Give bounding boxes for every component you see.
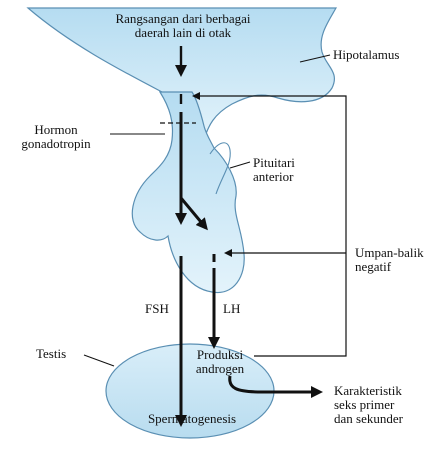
characteristics-label-line2: seks primer <box>334 398 403 412</box>
spermatogenesis-label: Spermatogenesis <box>136 412 248 426</box>
androgen-label: Produksi androgen <box>184 348 256 376</box>
gonadotropin-label-line2: gonadotropin <box>2 137 110 151</box>
gonadotropin-label-line1: Hormon <box>2 123 110 137</box>
gonadotropin-label: Hormon gonadotropin <box>2 123 110 151</box>
testis-leader <box>84 355 114 366</box>
pituitary-label-line2: anterior <box>253 170 295 184</box>
testis-label: Testis <box>36 347 66 361</box>
pituitary-label: Pituitari anterior <box>253 156 295 184</box>
androgen-label-line1: Produksi <box>184 348 256 362</box>
stimulus-label-line2: daerah lain di otak <box>78 26 288 40</box>
characteristics-label-line1: Karakteristik <box>334 384 403 398</box>
feedback-label-line2: negatif <box>355 260 424 274</box>
stimulus-label-line1: Rangsangan dari berbagai <box>78 12 288 26</box>
fsh-label: FSH <box>145 302 169 316</box>
pituitary-leader <box>230 162 250 168</box>
pituitary-shape <box>132 92 244 293</box>
pituitary-label-line1: Pituitari <box>253 156 295 170</box>
feedback-label: Umpan-balik negatif <box>355 246 424 274</box>
characteristics-label: Karakteristik seks primer dan sekunder <box>334 384 403 426</box>
androgen-label-line2: androgen <box>184 362 256 376</box>
lh-label: LH <box>223 302 240 316</box>
characteristics-label-line3: dan sekunder <box>334 412 403 426</box>
hypothalamus-label: Hipotalamus <box>333 48 399 62</box>
feedback-label-line1: Umpan-balik <box>355 246 424 260</box>
stimulus-label: Rangsangan dari berbagai daerah lain di … <box>78 12 288 40</box>
